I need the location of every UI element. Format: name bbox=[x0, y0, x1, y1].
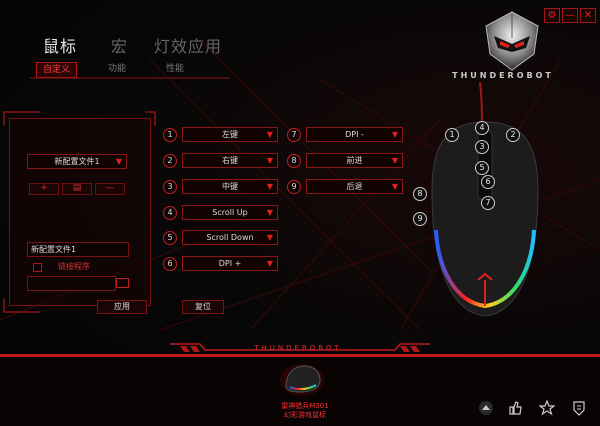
binding-number-3: 3 bbox=[163, 180, 177, 194]
binding-number-6: 6 bbox=[163, 257, 177, 271]
binding-select-3[interactable]: 中键▼ bbox=[182, 179, 278, 194]
minimize-button[interactable]: — bbox=[562, 8, 578, 23]
delete-profile-button[interactable]: — bbox=[95, 183, 125, 195]
brand-logo-text: THUNDEROBOT bbox=[452, 71, 554, 80]
mouse-button-marker-5[interactable]: 5 bbox=[475, 161, 489, 175]
chevron-down-icon: ▼ bbox=[266, 259, 273, 268]
apply-button[interactable]: 应用 bbox=[97, 300, 147, 314]
home-icon[interactable] bbox=[478, 398, 494, 418]
mouse-button-marker-4[interactable]: 4 bbox=[475, 121, 489, 135]
subtab-underline bbox=[30, 77, 230, 79]
mouse-button-marker-7[interactable]: 7 bbox=[481, 196, 495, 210]
close-button[interactable]: ✕ bbox=[580, 8, 596, 23]
profile-name-field[interactable]: 新配置文件1 bbox=[27, 242, 129, 257]
tab-lighting[interactable]: 灯效应用 bbox=[154, 37, 223, 56]
device-name-label: 雷神猎兵M301 幻彩游戏鼠标 bbox=[255, 402, 355, 420]
chevron-down-icon: ▼ bbox=[391, 182, 398, 191]
thunderobot-helmet-icon bbox=[485, 11, 539, 71]
folder-icon[interactable] bbox=[116, 278, 129, 288]
binding-select-6[interactable]: DPI +▼ bbox=[182, 256, 278, 271]
mouse-button-marker-1[interactable]: 1 bbox=[445, 128, 459, 142]
device-thumbnail-icon[interactable] bbox=[278, 360, 326, 398]
mouse-button-marker-2[interactable]: 2 bbox=[506, 128, 520, 142]
mouse-button-marker-9[interactable]: 9 bbox=[413, 212, 427, 226]
profile-select-value: 新配置文件1 bbox=[54, 157, 100, 166]
program-path-field[interactable] bbox=[27, 276, 116, 291]
settings-icon[interactable]: ⚙ bbox=[544, 8, 560, 23]
binding-select-9[interactable]: 后退▼ bbox=[306, 179, 403, 194]
favorite-icon[interactable] bbox=[539, 398, 555, 418]
binding-select-2[interactable]: 右键▼ bbox=[182, 153, 278, 168]
link-program-checkbox[interactable] bbox=[33, 263, 42, 272]
profile-name-value: 新配置文件1 bbox=[31, 245, 77, 254]
bookmark-icon[interactable] bbox=[571, 398, 587, 418]
binding-number-7: 7 bbox=[287, 128, 301, 142]
tab-macro[interactable]: 宏 bbox=[111, 37, 129, 56]
add-profile-button[interactable]: + bbox=[29, 183, 59, 195]
mouse-button-marker-8[interactable]: 8 bbox=[413, 187, 427, 201]
profile-panel bbox=[9, 118, 151, 306]
bottom-brand-banner: THUNDEROBOT bbox=[254, 344, 342, 352]
binding-select-8[interactable]: 前进▼ bbox=[306, 153, 403, 168]
chevron-down-icon: ▼ bbox=[391, 130, 398, 139]
subtab-function[interactable]: 功能 bbox=[108, 64, 127, 74]
mouse-button-marker-3[interactable]: 3 bbox=[475, 140, 489, 154]
device-name-line1: 雷神猎兵M301 bbox=[281, 402, 329, 410]
like-icon[interactable] bbox=[507, 398, 523, 418]
chevron-down-icon: ▼ bbox=[115, 157, 122, 166]
binding-select-7[interactable]: DPI -▼ bbox=[306, 127, 403, 142]
device-name-line2: 幻彩游戏鼠标 bbox=[284, 411, 326, 419]
link-program-label: 链接程序 bbox=[58, 262, 90, 271]
binding-select-4[interactable]: Scroll Up▼ bbox=[182, 205, 278, 220]
binding-number-4: 4 bbox=[163, 206, 177, 220]
chevron-down-icon: ▼ bbox=[266, 233, 273, 242]
binding-number-8: 8 bbox=[287, 154, 301, 168]
chevron-down-icon: ▼ bbox=[266, 182, 273, 191]
reset-button[interactable]: 复位 bbox=[182, 300, 224, 314]
chevron-down-icon: ▼ bbox=[266, 130, 273, 139]
chevron-down-icon: ▼ bbox=[391, 156, 398, 165]
chevron-down-icon: ▼ bbox=[266, 156, 273, 165]
profile-select[interactable]: 新配置文件1 ▼ bbox=[27, 154, 127, 169]
binding-number-2: 2 bbox=[163, 154, 177, 168]
copy-profile-button[interactable]: ▤ bbox=[62, 183, 92, 195]
binding-select-5[interactable]: Scroll Down▼ bbox=[182, 230, 278, 245]
mouse-button-marker-6[interactable]: 6 bbox=[481, 175, 495, 189]
binding-select-1[interactable]: 左键▼ bbox=[182, 127, 278, 142]
tab-mouse[interactable]: 鼠标 bbox=[43, 37, 78, 56]
binding-number-1: 1 bbox=[163, 128, 177, 142]
subtab-performance[interactable]: 性能 bbox=[166, 64, 185, 74]
binding-number-9: 9 bbox=[287, 180, 301, 194]
binding-number-5: 5 bbox=[163, 231, 177, 245]
chevron-down-icon: ▼ bbox=[266, 208, 273, 217]
